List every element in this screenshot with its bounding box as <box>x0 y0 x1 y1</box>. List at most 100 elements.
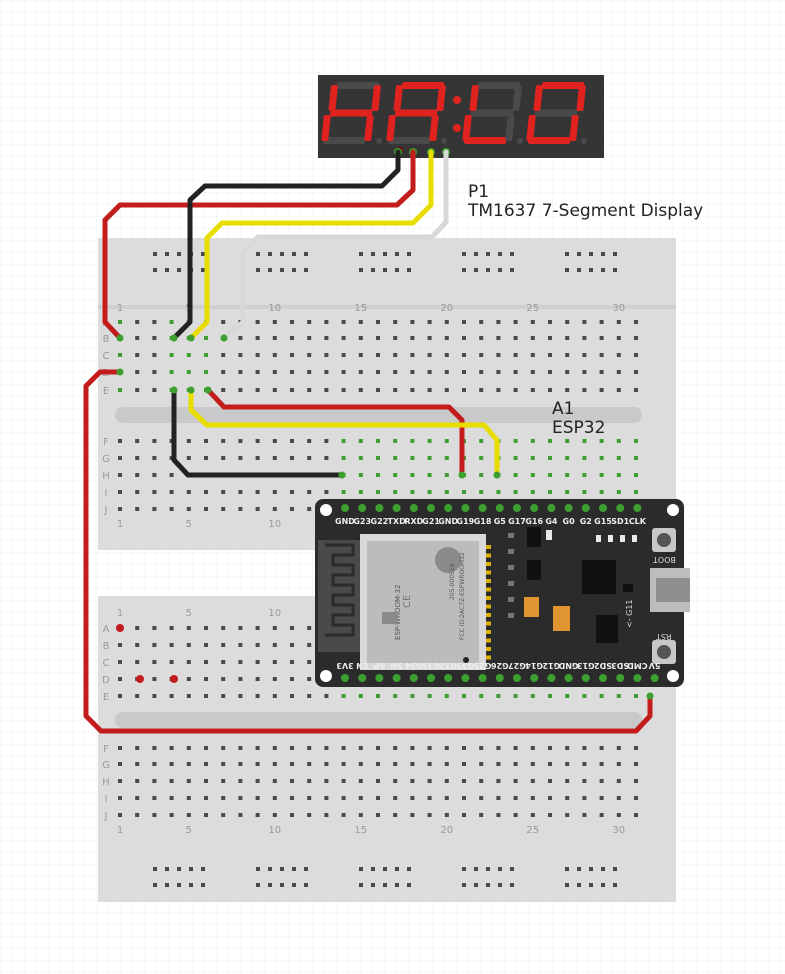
column-label: 25 <box>526 825 539 836</box>
segment <box>470 109 514 117</box>
header-pin[interactable] <box>478 504 487 512</box>
segment <box>469 85 479 111</box>
row-label: G <box>102 760 110 771</box>
header-pin[interactable] <box>633 504 642 512</box>
pin-label: G13 <box>577 661 595 670</box>
header-pin[interactable] <box>427 504 435 512</box>
fcc-label: FCC ID:2AC7Z-ESPWROOM32 <box>459 552 466 640</box>
esp32-board[interactable]: ESP-WROOM-32 FCC ID:2AC7Z-ESPWROOM32 205… <box>315 499 690 687</box>
segment <box>462 115 472 141</box>
header-pin[interactable] <box>564 674 573 682</box>
header-pin[interactable] <box>461 504 470 512</box>
wire-vcc-board <box>83 369 653 734</box>
header-pin[interactable] <box>341 504 349 512</box>
pin-label: G18 <box>474 517 492 526</box>
wire-dio-display <box>188 149 434 341</box>
row-label: B <box>103 334 110 345</box>
header-pin[interactable] <box>358 504 367 512</box>
wire-vcc-display <box>102 149 416 341</box>
header-pin[interactable] <box>547 504 556 512</box>
column-label: 15 <box>354 825 367 836</box>
segment <box>371 85 381 111</box>
header-pin[interactable] <box>495 504 504 512</box>
header-pin[interactable] <box>461 674 470 682</box>
column-label: 1 <box>117 825 123 836</box>
pin-label: G32 <box>439 661 457 670</box>
row-label: C <box>103 351 110 362</box>
column-label: 10 <box>268 519 281 530</box>
pin-label: 3V3 <box>336 661 353 670</box>
segment <box>534 109 578 117</box>
pin-label: G15 <box>594 517 612 526</box>
wire-clk-display <box>221 149 449 341</box>
header-pin[interactable] <box>358 674 367 682</box>
pin-label: G2 <box>580 517 592 526</box>
row-label: F <box>103 744 109 755</box>
pin-label: G34 <box>405 661 423 670</box>
header-pin[interactable] <box>564 504 573 512</box>
header-pin[interactable] <box>581 674 590 682</box>
header-pin[interactable] <box>599 674 607 682</box>
header-pin[interactable] <box>547 674 556 682</box>
segment <box>436 85 446 111</box>
segment <box>328 85 338 111</box>
pin-label: TXD <box>387 517 406 526</box>
pin-label: G35 <box>422 661 440 670</box>
segment <box>477 82 521 89</box>
pin-label: SD1 <box>611 517 629 526</box>
header-pin[interactable] <box>633 674 642 682</box>
pin-label: CLK <box>629 517 647 526</box>
usb-uart-chip <box>582 560 616 594</box>
header-pin[interactable] <box>341 674 349 682</box>
header-pin[interactable] <box>616 504 625 512</box>
board-ref-label: A1 <box>552 399 575 419</box>
segment <box>464 137 507 144</box>
column-label: 10 <box>268 303 281 314</box>
digit <box>321 82 383 144</box>
segment <box>336 82 380 89</box>
header-pin[interactable] <box>513 674 521 682</box>
header-pin[interactable] <box>392 504 401 512</box>
pin-label: SD2 <box>594 661 612 670</box>
pin-label: G23 <box>353 517 371 526</box>
segment <box>526 115 536 141</box>
header-pin[interactable] <box>427 674 435 682</box>
seven-segment-display[interactable] <box>318 75 604 158</box>
row-label: E <box>103 386 109 397</box>
header-pin[interactable] <box>581 504 590 512</box>
header-pin[interactable] <box>392 674 401 682</box>
segment <box>576 85 586 111</box>
code-label: 205-000519 <box>449 563 456 600</box>
header-pin[interactable] <box>599 504 607 512</box>
segment <box>394 109 438 117</box>
breadboard-upper <box>98 238 676 550</box>
header-pin[interactable] <box>616 674 625 682</box>
header-pin[interactable] <box>375 674 384 682</box>
column-label: 10 <box>268 608 281 619</box>
wire-gnd-display <box>171 149 401 341</box>
segment <box>429 115 439 141</box>
pin-label: GND <box>335 517 355 526</box>
header-pin[interactable] <box>375 504 384 512</box>
header-pin[interactable] <box>444 674 453 682</box>
header-pin[interactable] <box>409 504 418 512</box>
header-pin[interactable] <box>444 504 453 512</box>
column-label: 1 <box>117 303 123 314</box>
pin-label: G33 <box>457 661 475 670</box>
header-pin[interactable] <box>513 504 521 512</box>
center-channel <box>115 407 642 423</box>
pin-label: G27 <box>508 661 526 670</box>
pin-label: 5V <box>648 661 661 670</box>
header-pin[interactable] <box>650 674 659 682</box>
column-label: 30 <box>612 825 625 836</box>
digit <box>462 82 524 144</box>
header-pin[interactable] <box>530 504 539 512</box>
header-pin[interactable] <box>530 674 539 682</box>
header-pin[interactable] <box>478 674 487 682</box>
row-label: D <box>102 675 110 686</box>
header-pin[interactable] <box>409 674 418 682</box>
header-pin[interactable] <box>495 674 504 682</box>
column-label: 1 <box>117 608 123 619</box>
pin-label: G26 <box>491 661 509 670</box>
